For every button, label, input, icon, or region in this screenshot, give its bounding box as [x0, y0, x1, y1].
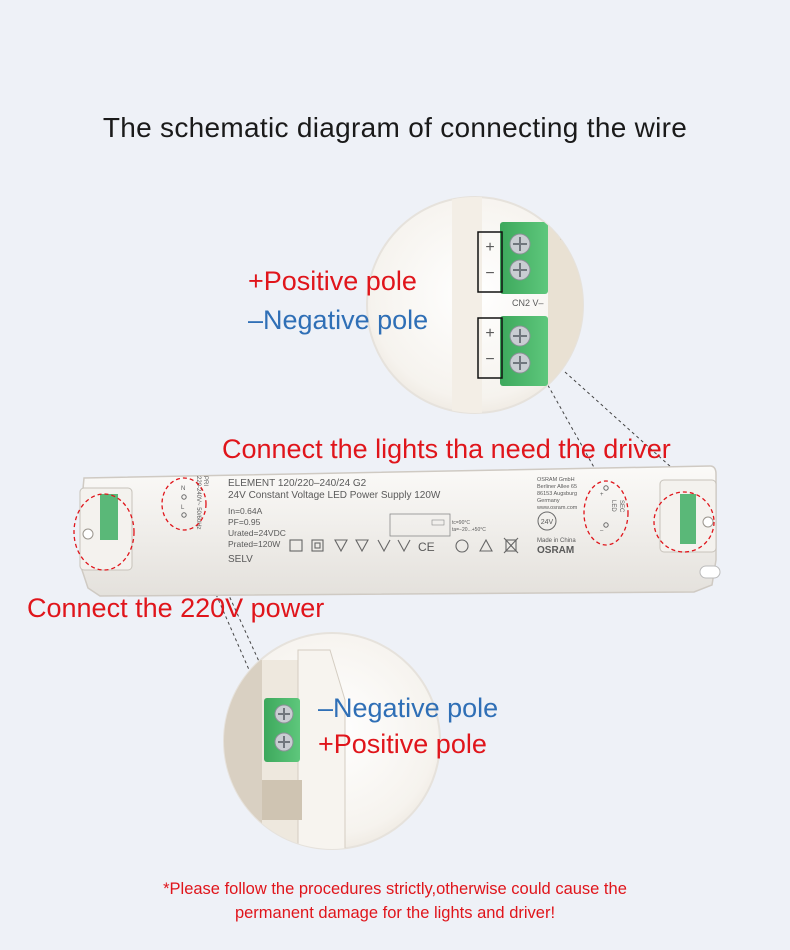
zoom-plus-1: +	[485, 239, 494, 256]
input-terminal-n: N	[181, 486, 185, 492]
leader-top-left	[544, 379, 601, 479]
connector-label: CN2 V–	[512, 298, 544, 308]
leader-bottom-left	[179, 511, 251, 673]
top-polarity-box-2	[477, 317, 503, 379]
made-in: Made in China	[537, 538, 576, 544]
input-terminal-l: L	[181, 505, 185, 511]
top-negative-label: –Negative pole	[248, 305, 429, 335]
manufacturer-line-4: Germany	[537, 498, 560, 504]
top-polarity-box-1	[477, 231, 503, 293]
input-side-label: PRI	[202, 476, 208, 486]
highlight-input-labels	[161, 477, 207, 531]
device-rated-voltage: Urated=24VDC	[228, 528, 286, 538]
highlight-ellipses	[73, 477, 715, 571]
manufacturer-line-1: OSRAM GmbH	[537, 477, 575, 483]
bottom-positive-label: +Positive pole	[318, 729, 487, 759]
certification-symbols: CE	[289, 537, 519, 554]
page-title: The schematic diagram of connecting the …	[102, 112, 688, 143]
warning-line-1: *Please follow the procedures strictly,o…	[163, 880, 627, 898]
manufacturer-line-2: Berliner Allee 65	[537, 484, 577, 490]
connect-lights-label: Connect the lights tha need the driver	[222, 434, 671, 464]
top-positive-label: +Positive pole	[248, 266, 417, 296]
manufacturer-line-3: 86153 Augsburg	[537, 491, 577, 497]
device-model: ELEMENT 120/220–240/24 G2	[228, 478, 367, 489]
brand-logo: OSRAM	[537, 545, 574, 556]
highlight-output-terminal	[653, 491, 715, 553]
bottom-negative-label: –Negative pole	[318, 693, 499, 723]
warning-notice: *Please follow the procedures strictly,o…	[0, 877, 790, 925]
device-description: 24V Constant Voltage LED Power Supply 12…	[228, 490, 441, 501]
temp-rating-1: tc=90°C	[452, 520, 470, 526]
power-supply-device: ELEMENT 120/220–240/24 G2 24V Constant V…	[73, 465, 721, 597]
warning-line-2: permanent damage for the lights and driv…	[234, 904, 556, 922]
input-rating: 220-240V~ 50/60Hz	[195, 476, 201, 530]
svg-text:CE: CE	[418, 540, 435, 554]
connect-power-label: Connect the 220V power	[27, 593, 325, 623]
manufacturer-line-5: www.osram.com	[536, 505, 578, 511]
highlight-input-terminal	[73, 493, 135, 571]
highlight-output-labels	[583, 480, 629, 546]
output-side-label: SEC	[618, 500, 624, 513]
temp-rating-2: ta=−20...+50°C	[452, 527, 486, 533]
output-terminal-green	[680, 494, 696, 544]
zoom-minus-2: −	[485, 351, 494, 368]
input-terminal-green	[100, 494, 118, 540]
top-terminal-block-1	[500, 222, 548, 294]
device-selv: SELV	[228, 554, 253, 565]
zoom-minus-1: −	[485, 265, 494, 282]
output-side-word: LED	[610, 500, 616, 512]
output-terminal-minus: –	[600, 528, 604, 534]
output-terminal-plus: +	[600, 492, 604, 498]
device-input-current: In=0.64A	[228, 506, 263, 516]
device-power-factor: PF=0.95	[228, 517, 261, 527]
device-rated-power: Prated=120W	[228, 539, 280, 549]
voltage-badge: 24V	[541, 519, 554, 526]
zoom-plus-2: +	[485, 325, 494, 342]
